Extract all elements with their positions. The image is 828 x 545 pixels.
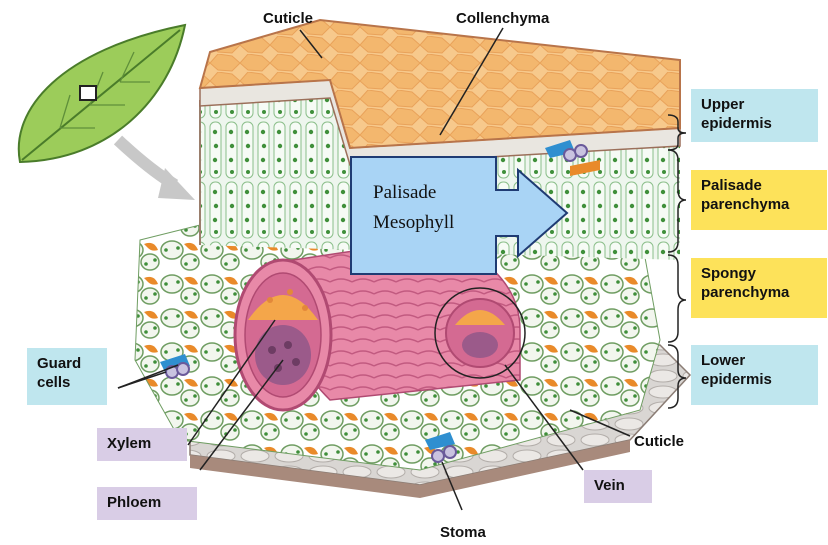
vein-label: Vein [584,470,652,503]
stoma-label: Stoma [440,523,486,542]
guard-cells-label: Guard cells [27,348,107,405]
phloem-label: Phloem [97,487,197,520]
xylem-label: Xylem [97,428,187,461]
upper-epidermis-label: Upper epidermis [691,89,818,142]
cuticle-top-label: Cuticle [263,9,313,28]
leaf-icon [19,25,185,162]
cuticle-bottom-label: Cuticle [634,432,684,451]
callout-line-1: Palisade [373,180,436,205]
palisade-parenchyma-label: Palisade parenchyma [691,170,827,230]
small-vein [435,288,525,378]
lower-epidermis-label: Lower epidermis [691,345,818,405]
spongy-parenchyma-label: Spongy parenchyma [691,258,827,318]
callout-line-2: Mesophyll [373,210,454,235]
collenchyma-label: Collenchyma [456,9,549,28]
